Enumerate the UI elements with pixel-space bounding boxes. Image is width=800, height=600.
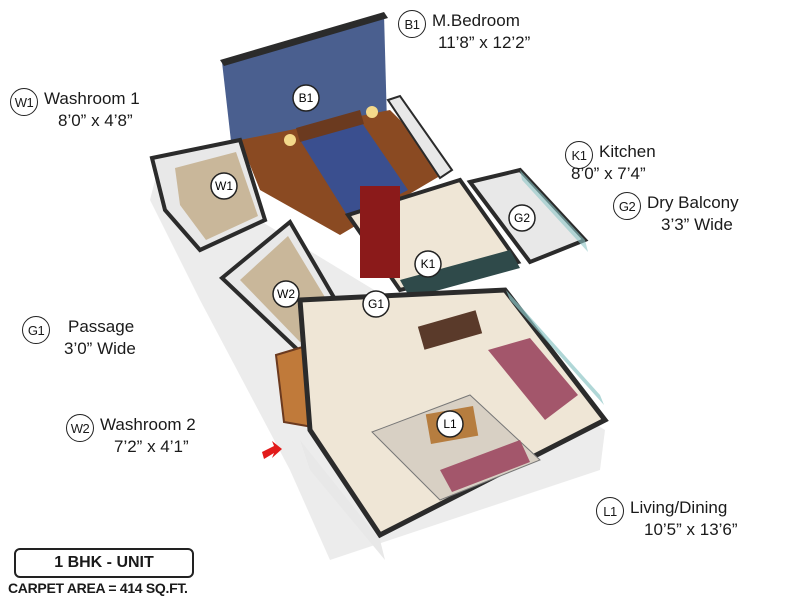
room-dimensions: 10’5” x 13’6” — [644, 520, 738, 539]
sofa — [488, 338, 578, 420]
room-dimensions: 11’8” x 12’2” — [438, 33, 531, 52]
plan-tag-g2: G2 — [508, 204, 536, 232]
plan-tag-w1: W1 — [210, 172, 238, 200]
plan-tag-k1: K1 — [414, 250, 442, 278]
room-name: Passage — [68, 317, 135, 336]
svg-text:G1: G1 — [368, 297, 384, 311]
room-name: Living/Dining — [630, 498, 728, 517]
svg-text:W2: W2 — [277, 287, 295, 301]
svg-text:G2: G2 — [514, 211, 530, 225]
label-balcony: G2 Dry Balcony 3’3” Wide — [613, 192, 739, 236]
tv-unit — [417, 310, 483, 350]
room-code-badge: B1 — [398, 10, 426, 38]
room-code-badge: G1 — [22, 316, 50, 344]
room-dimensions: 7’2” x 4’1” — [114, 437, 189, 456]
room-dimensions: 8’0” x 7’4” — [571, 164, 646, 183]
bed-headboard — [296, 110, 364, 142]
room-dimensions: 8’0” x 4’8” — [58, 111, 133, 130]
label-washroom2: W2 Washroom 2 7’2” x 4’1” — [66, 414, 196, 458]
living-outer-wall — [300, 440, 385, 560]
room-code-badge: L1 — [596, 497, 624, 525]
label-washroom1: W1 Washroom 1 8’0” x 4’8” — [10, 88, 140, 132]
room-dimensions: 3’3” Wide — [661, 215, 733, 234]
label-bedroom: B1 M.Bedroom 11’8” x 12’2” — [398, 10, 530, 54]
svg-text:K1: K1 — [421, 257, 436, 271]
svg-text:W1: W1 — [215, 179, 233, 193]
label-passage: G1 Passage 3’0” Wide — [22, 316, 136, 360]
unit-type-label: 1 BHK - UNIT — [54, 554, 154, 571]
plan-tag-g1: G1 — [362, 290, 390, 318]
plan-tag-w2: W2 — [272, 280, 300, 308]
room-code-badge: W1 — [10, 88, 38, 116]
room-name: Kitchen — [599, 142, 656, 161]
living-glass-rail — [506, 290, 604, 405]
sofa-bottom — [440, 440, 530, 492]
room-dimensions: 3’0” Wide — [64, 339, 136, 358]
label-living: L1 Living/Dining 10’5” x 13’6” — [596, 497, 738, 541]
room-name: Washroom 1 — [44, 89, 140, 108]
unit-type-box: 1 BHK - UNIT — [14, 548, 194, 578]
kitchen-counter — [400, 250, 520, 298]
room-name: Dry Balcony — [647, 193, 739, 212]
room-name: M.Bedroom — [432, 11, 520, 30]
bedroom-wall-top — [220, 12, 388, 66]
plan-tag-b1: B1 — [292, 84, 320, 112]
bedroom-right-wall — [386, 94, 454, 180]
svg-text:B1: B1 — [299, 91, 314, 105]
plan-tag-l1: L1 — [436, 410, 464, 438]
room-name: Washroom 2 — [100, 415, 196, 434]
lamp-left — [284, 134, 296, 146]
svg-text:L1: L1 — [443, 417, 457, 431]
lamp-right — [366, 106, 378, 118]
room-code-badge: G2 — [613, 192, 641, 220]
balcony-glass — [520, 170, 588, 252]
label-kitchen: K1 Kitchen 8’0” x 7’4” — [565, 141, 656, 185]
room-code-badge: W2 — [66, 414, 94, 442]
refrigerator — [360, 186, 400, 278]
entry-arrow-icon — [262, 441, 282, 459]
room-code-badge: K1 — [565, 141, 593, 169]
carpet-area-text: CARPET AREA = 414 SQ.FT. — [8, 580, 188, 596]
